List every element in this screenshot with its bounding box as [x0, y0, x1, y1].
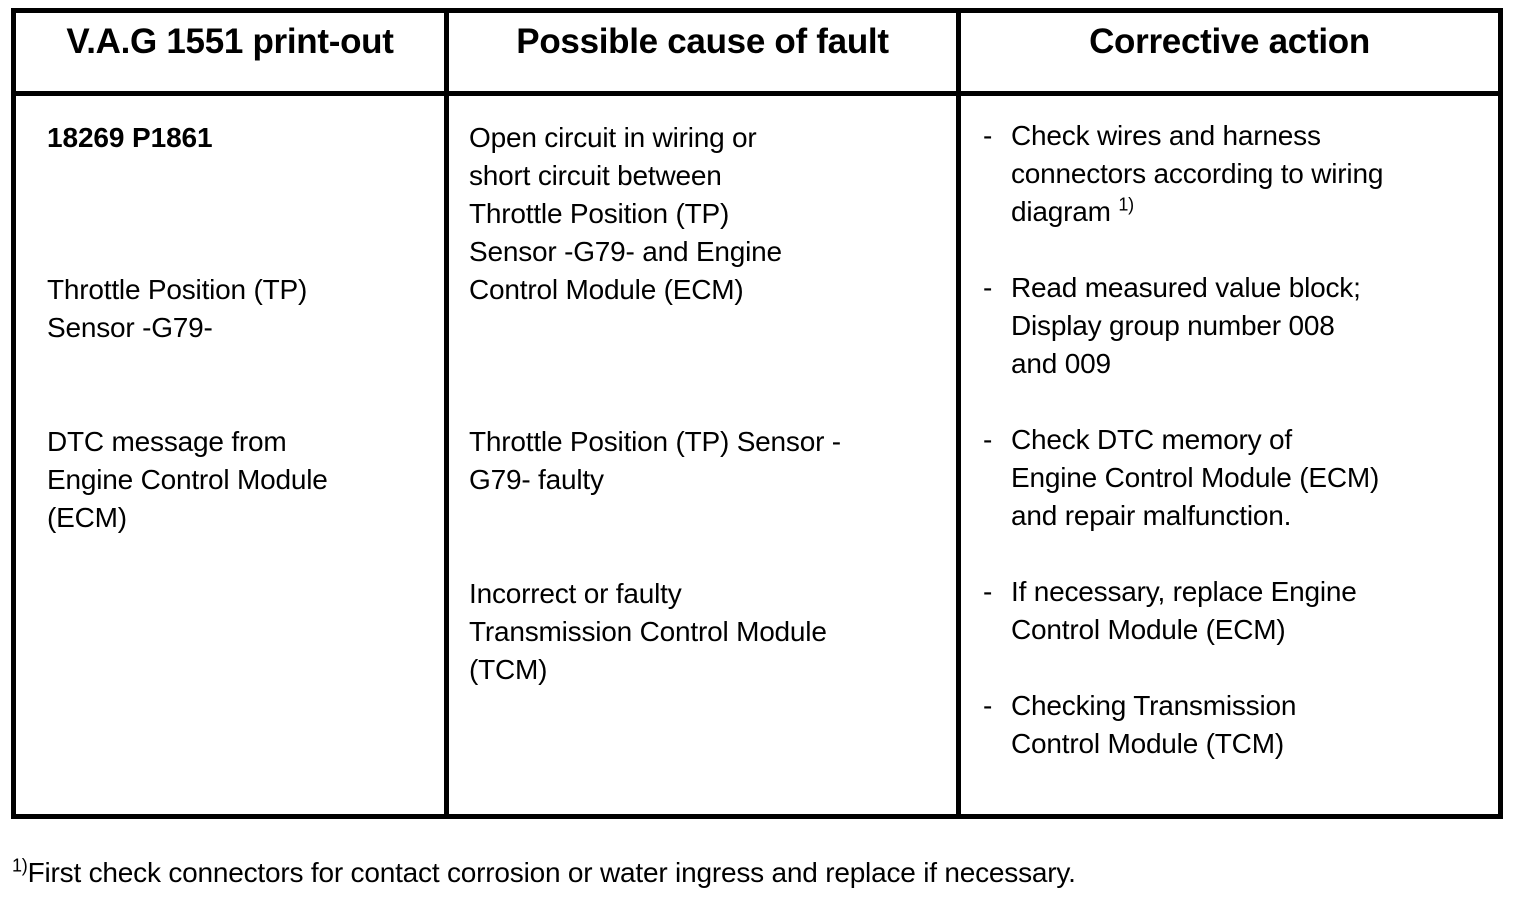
action-5-block: - Checking Transmission Control Module (… [983, 687, 1296, 763]
footnote-text: First check connectors for contact corro… [27, 857, 1076, 888]
action-1-block: - Check wires and harness connectors acc… [983, 117, 1383, 231]
table-row: 18269 P1861 Throttle Position (TP) Senso… [11, 91, 1503, 819]
cause-2-block: Throttle Position (TP) Sensor - G79- fau… [469, 423, 841, 499]
dtc-source-block: DTC message from Engine Control Module (… [47, 423, 328, 537]
footnote: 1)First check connectors for contact cor… [12, 856, 1076, 890]
dtc-source-line-1: DTC message from [47, 426, 287, 457]
fault-code: 18269 P1861 [47, 122, 213, 153]
column-header-corrective-action-label: Corrective action [1089, 22, 1370, 61]
column-header-corrective-action: Corrective action [956, 8, 1503, 96]
action-3-line-3: and repair malfunction. [1011, 500, 1292, 531]
action-3-block: - Check DTC memory of Engine Control Mod… [983, 421, 1379, 535]
action-1-line-2: connectors according to wiring [1011, 158, 1384, 189]
sensor-name-block: Throttle Position (TP) Sensor -G79- [47, 271, 307, 347]
cell-corrective-action: - Check wires and harness connectors acc… [956, 91, 1503, 819]
column-header-possible-cause-label: Possible cause of fault [516, 22, 889, 61]
dtc-source-line-2: Engine Control Module [47, 464, 328, 495]
cause-1-line-4: Sensor -G79- and Engine [469, 236, 782, 267]
cause-1-line-1: Open circuit in wiring or [469, 122, 757, 153]
sensor-name-line-2: Sensor -G79- [47, 312, 213, 343]
action-2-line-2: Display group number 008 [1011, 310, 1335, 341]
cause-3-block: Incorrect or faulty Transmission Control… [469, 575, 827, 689]
bullet-dash-icon: - [983, 424, 993, 455]
table-body: 18269 P1861 Throttle Position (TP) Senso… [11, 91, 1503, 819]
cause-1-line-2: short circuit between [469, 160, 722, 191]
cause-1-line-3: Throttle Position (TP) [469, 198, 730, 229]
fault-diagnosis-table: V.A.G 1551 print-out Possible cause of f… [11, 8, 1503, 819]
cause-2-line-1: Throttle Position (TP) Sensor - [469, 426, 841, 457]
footnote-marker: 1) [12, 855, 28, 876]
column-header-possible-cause: Possible cause of fault [444, 8, 961, 96]
dtc-source-line-3: (ECM) [47, 502, 127, 533]
cause-1-block-b: Sensor -G79- and Engine Control Module (… [469, 233, 782, 309]
cell-possible-cause: Open circuit in wiring or short circuit … [444, 91, 961, 819]
action-2-line-3: and 009 [1011, 348, 1111, 379]
cause-3-line-2: Transmission Control Module [469, 616, 827, 647]
action-1-line-1: Check wires and harness [1011, 120, 1321, 151]
cause-1-block-a: Open circuit in wiring or short circuit … [469, 119, 757, 233]
column-header-printout-label: V.A.G 1551 print-out [66, 22, 394, 61]
cell-printout: 18269 P1861 Throttle Position (TP) Senso… [11, 91, 449, 819]
action-3-line-1: Check DTC memory of [1011, 424, 1292, 455]
action-3-line-2: Engine Control Module (ECM) [1011, 462, 1380, 493]
cause-1-line-5: Control Module (ECM) [469, 274, 744, 305]
cause-3-line-3: (TCM) [469, 654, 548, 685]
action-4-block: - If necessary, replace Engine Control M… [983, 573, 1357, 649]
bullet-dash-icon: - [983, 576, 993, 607]
table-header-row: V.A.G 1551 print-out Possible cause of f… [11, 8, 1503, 96]
bullet-dash-icon: - [983, 272, 993, 303]
action-5-line-1: Checking Transmission [1011, 690, 1297, 721]
column-header-printout: V.A.G 1551 print-out [11, 8, 449, 96]
action-1-line-3: diagram 1) [1011, 193, 1383, 231]
cause-3-line-1: Incorrect or faulty [469, 578, 682, 609]
action-2-line-1: Read measured value block; [1011, 272, 1361, 303]
bullet-dash-icon: - [983, 120, 993, 151]
action-4-line-1: If necessary, replace Engine [1011, 576, 1357, 607]
action-5-line-2: Control Module (TCM) [1011, 728, 1284, 759]
footnote-marker-inline: 1) [1118, 194, 1134, 215]
sensor-name-line-1: Throttle Position (TP) [47, 274, 308, 305]
action-2-block: - Read measured value block; Display gro… [983, 269, 1361, 383]
action-4-line-2: Control Module (ECM) [1011, 614, 1286, 645]
action-1-line-3-text: diagram [1011, 196, 1119, 227]
fault-code-block: 18269 P1861 [47, 119, 213, 157]
bullet-dash-icon: - [983, 690, 993, 721]
cause-2-line-2: G79- faulty [469, 464, 604, 495]
